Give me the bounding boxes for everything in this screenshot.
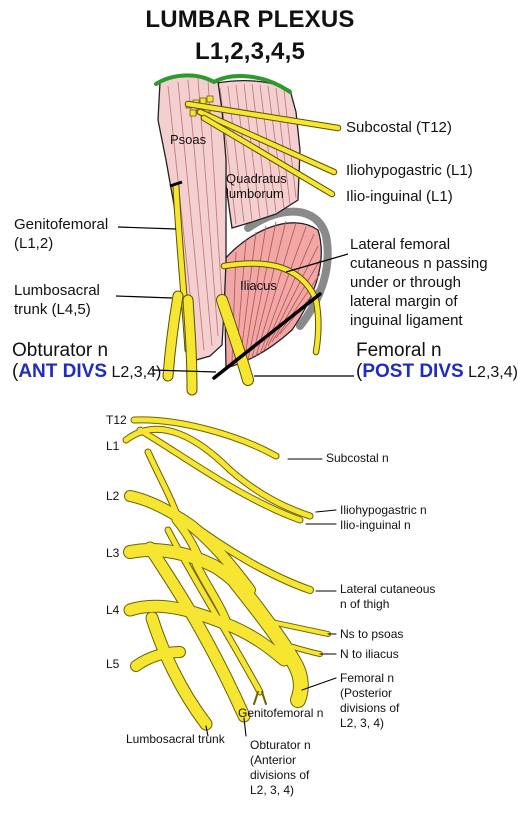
lumbosacral-l45-label-2: trunk (L4,5)	[14, 301, 91, 318]
root-l5: L5	[106, 657, 120, 671]
root-l3: L3	[106, 546, 120, 560]
femoral-divisions: (POST DIVS L2,3,4)	[356, 361, 518, 384]
root-l1: L1	[106, 439, 120, 453]
lateral-cutaneous-label-2: n of thigh	[340, 597, 390, 611]
root-l2: L2	[106, 489, 120, 503]
femoral-n-label-4: L2, 3, 4)	[340, 716, 385, 730]
femoral-heading: Femoral n	[356, 340, 442, 361]
page-title: LUMBAR PLEXUS	[145, 6, 355, 33]
obturator-n-label-4: L2, 3, 4)	[250, 783, 295, 797]
ns-to-psoas-label: Ns to psoas	[340, 627, 404, 641]
upper-illustration	[115, 73, 354, 396]
root-t12: T12	[106, 413, 127, 427]
iliohypogastric-l1-label: Iliohypogastric (L1)	[346, 162, 473, 179]
obturator-heading: Obturator n	[12, 340, 109, 361]
obturator-ant-divs: ANT DIVS	[18, 361, 108, 382]
lower-schematic	[122, 416, 337, 737]
iliohypogastric-n-label: Iliohypogastric n	[340, 503, 427, 517]
n-to-iliacus-label: N to iliacus	[340, 647, 399, 661]
obturator-n-label-1: Obturator n	[250, 738, 311, 752]
genitofemoral-fork	[253, 691, 267, 705]
plexus-diagram	[115, 73, 354, 737]
root-l4: L4	[106, 603, 120, 617]
quadratus-label-1: Quadratus	[226, 171, 287, 186]
genitofemoral-l12-label-2: (L1,2)	[14, 235, 54, 252]
inguinal-ligament	[212, 292, 322, 380]
ilioinguinal-l1-label: Ilio-inguinal (L1)	[346, 188, 453, 205]
ilioinguinal-n-label: Ilio-inguinal n	[340, 518, 411, 532]
lfcn-label-5: inguinal ligament	[350, 312, 463, 329]
lumbosacral-l45-label-1: Lumbosacral	[14, 282, 100, 299]
obturator-n-label-3: divisions of	[250, 768, 310, 782]
genitofemoral-l12-label-1: Genitofemoral	[14, 216, 109, 233]
genitofemoral-hook	[169, 180, 183, 188]
obturator-levels-text: L2,3,4)	[111, 364, 162, 381]
lfcn-label-3: under or through	[350, 274, 461, 291]
upper-leader-lines	[115, 226, 354, 377]
subcostal-n-label: Subcostal n	[326, 451, 389, 465]
femoral-levels-text: L2,3,4)	[468, 364, 518, 381]
iliacus-label: Iliacus	[240, 278, 277, 293]
genitofemoral-n-label: Genitofemoral n	[238, 706, 324, 720]
femoral-n-label-3: divisions of	[340, 701, 400, 715]
femoral-paren: (	[356, 361, 363, 382]
obturator-n-label-2: (Anterior	[250, 753, 297, 767]
page-subtitle: L1,2,3,4,5	[194, 38, 306, 65]
femoral-n-label-2: (Posterior	[340, 686, 393, 700]
quadratus-label-2: lumborum	[226, 186, 284, 201]
diaphragm-line	[154, 73, 292, 94]
lower-leader-lines	[205, 458, 337, 737]
psoas-label: Psoas	[170, 132, 207, 147]
femoral-n-label-1: Femoral n	[340, 671, 395, 685]
upper-nerves	[162, 100, 342, 396]
lfcn-label-1: Lateral femoral	[350, 236, 451, 253]
obturator-paren: (	[12, 361, 19, 382]
obturator-divisions: (ANT DIVS L2,3,4)	[12, 361, 161, 384]
lateral-cutaneous-label-1: Lateral cutaneous	[340, 582, 436, 596]
subcostal-t12-label: Subcostal (T12)	[346, 119, 452, 136]
lfcn-label-2: cutaneous n passing	[350, 255, 488, 272]
lumbosacral-trunk-label: Lumbosacral trunk	[126, 732, 225, 746]
iliacus-muscle	[223, 220, 322, 369]
lfcn-label-4: lateral margin of	[350, 293, 458, 310]
femoral-post-divs: POST DIVS	[362, 361, 464, 382]
